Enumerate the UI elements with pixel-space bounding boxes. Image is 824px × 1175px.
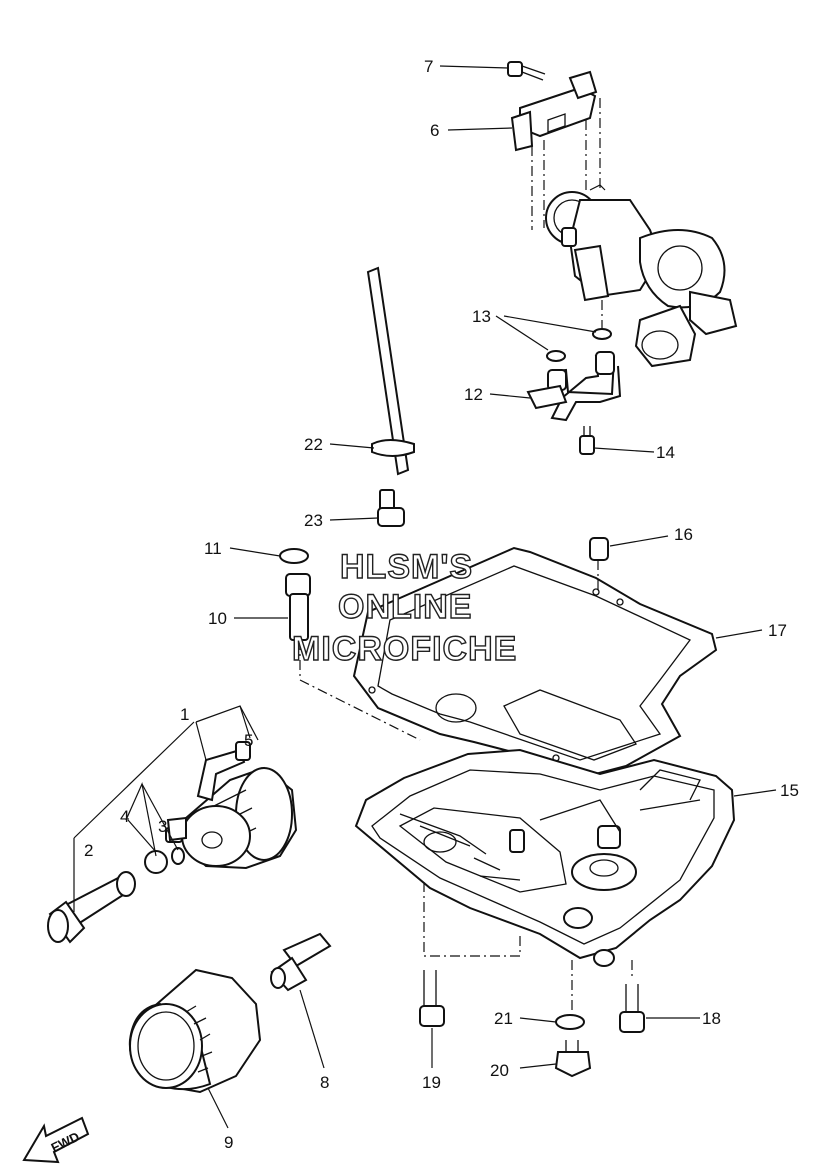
- callout-labels: 7 6 13 12 14 22 23 11 10 16 17 15 1 5 4 …: [84, 57, 799, 1152]
- callout-5: 5: [244, 731, 253, 750]
- oil-pan: [354, 748, 736, 967]
- callout-9: 9: [224, 1133, 233, 1152]
- oil-pipe-assembly: [526, 300, 622, 455]
- callout-20: 20: [490, 1061, 509, 1080]
- oil-pump-assembly: [507, 61, 738, 368]
- union-bolt-8: [270, 932, 332, 992]
- callout-17: 17: [768, 621, 787, 640]
- watermark-line-3: MICROFICHE: [292, 630, 517, 668]
- callout-21: 21: [494, 1009, 513, 1028]
- callout-8: 8: [320, 1073, 329, 1092]
- callout-16: 16: [674, 525, 693, 544]
- callout-4: 4: [120, 807, 129, 826]
- dowel-pin: [589, 537, 609, 561]
- union-bolt-2: [47, 871, 136, 944]
- watermark-line-2: ONLINE: [338, 588, 472, 626]
- forward-arrow: FWD: [22, 1116, 90, 1164]
- leader-lines: [73, 65, 777, 1129]
- bolt-18: [619, 984, 645, 1033]
- callout-23: 23: [304, 511, 323, 530]
- callout-13: 13: [472, 307, 491, 326]
- callout-15: 15: [780, 781, 799, 800]
- gasket-21: [555, 1014, 585, 1030]
- callout-7: 7: [424, 57, 433, 76]
- leader-dash-19: [423, 882, 521, 957]
- callout-1: 1: [180, 705, 189, 724]
- bolt-19: [419, 970, 445, 1027]
- callout-22: 22: [304, 435, 323, 454]
- oil-cooler-assembly: [165, 741, 298, 870]
- watermark: HLSM'S ONLINE MICROFICHE: [291, 547, 517, 668]
- callout-18: 18: [702, 1009, 721, 1028]
- callout-10: 10: [208, 609, 227, 628]
- fwd-arrow-icon: [22, 1116, 90, 1164]
- drain-plug-20: [554, 1040, 592, 1078]
- o-ring-3: [171, 847, 185, 865]
- oil-level-gauge: [366, 266, 415, 527]
- strainer-assembly: [279, 548, 421, 741]
- watermark-line-1: HLSM'S: [340, 548, 473, 586]
- oil-pan-gasket: [352, 546, 718, 780]
- callout-19: 19: [422, 1073, 441, 1092]
- callout-2: 2: [84, 841, 93, 860]
- callout-6: 6: [430, 121, 439, 140]
- lock-washer-4: [144, 850, 168, 874]
- callout-12: 12: [464, 385, 483, 404]
- callout-3: 3: [158, 817, 167, 836]
- callout-14: 14: [656, 443, 675, 462]
- oil-filter-9: [128, 968, 262, 1094]
- callout-11: 11: [204, 539, 222, 558]
